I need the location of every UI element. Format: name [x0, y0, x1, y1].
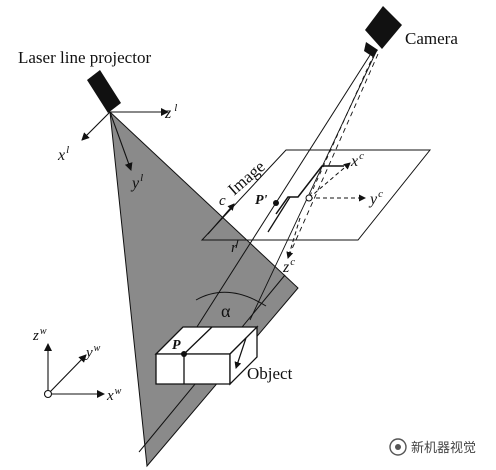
camera-x-axis	[308, 162, 351, 199]
alpha-label: α	[221, 301, 231, 321]
camera-z-label: zc	[282, 256, 295, 276]
object-laser-line-top	[183, 326, 213, 355]
world-origin	[43, 389, 53, 399]
image-r-axis	[235, 239, 239, 249]
watermark-logo-icon-inner	[395, 444, 401, 450]
camera-label: Camera	[405, 29, 458, 48]
object-label: Object	[247, 364, 293, 383]
world-z-label: zw	[32, 326, 47, 344]
laser-projector-label: Laser line projector	[18, 48, 151, 67]
image-c-label: c	[219, 193, 226, 209]
camera-ray-line-2	[249, 51, 377, 321]
object-side-arrow	[234, 337, 247, 369]
world-y-label: yw	[84, 343, 101, 361]
watermark-logo-icon	[389, 438, 407, 456]
laser-x-axis	[81, 111, 111, 141]
camera-y-label: yc	[368, 188, 383, 208]
point-p	[181, 351, 187, 357]
laser-projector-body	[87, 70, 121, 113]
camera-lens	[364, 42, 378, 57]
world-x-label: xw	[106, 386, 122, 404]
laser-x-label: xl	[57, 144, 69, 164]
laser-y-axis	[109, 111, 133, 171]
point-p-prime	[273, 200, 279, 206]
camera-x-label: xc	[350, 150, 364, 170]
watermark: 新机器视觉	[389, 438, 476, 456]
alpha-angle-arc	[195, 291, 267, 307]
watermark-text: 新机器视觉	[411, 440, 476, 456]
image-laser-stripe-lower	[267, 196, 291, 233]
camera-optical-axis-2	[308, 53, 375, 199]
image-laser-stripe	[275, 165, 344, 215]
laser-y-label: yl	[130, 172, 143, 192]
world-y-axis	[47, 354, 87, 395]
camera-origin	[305, 194, 313, 202]
laser-plane	[109, 110, 299, 468]
camera-optical-axis	[287, 53, 379, 259]
camera-z-axis	[286, 217, 301, 259]
camera-body	[365, 6, 402, 49]
point-p-prime-label: P'	[255, 193, 268, 208]
object-front-face	[155, 353, 231, 385]
image-c-axis	[207, 203, 235, 235]
image-r-label: r	[231, 240, 237, 256]
object-side-face	[229, 325, 258, 386]
point-p-label: P	[172, 338, 181, 353]
